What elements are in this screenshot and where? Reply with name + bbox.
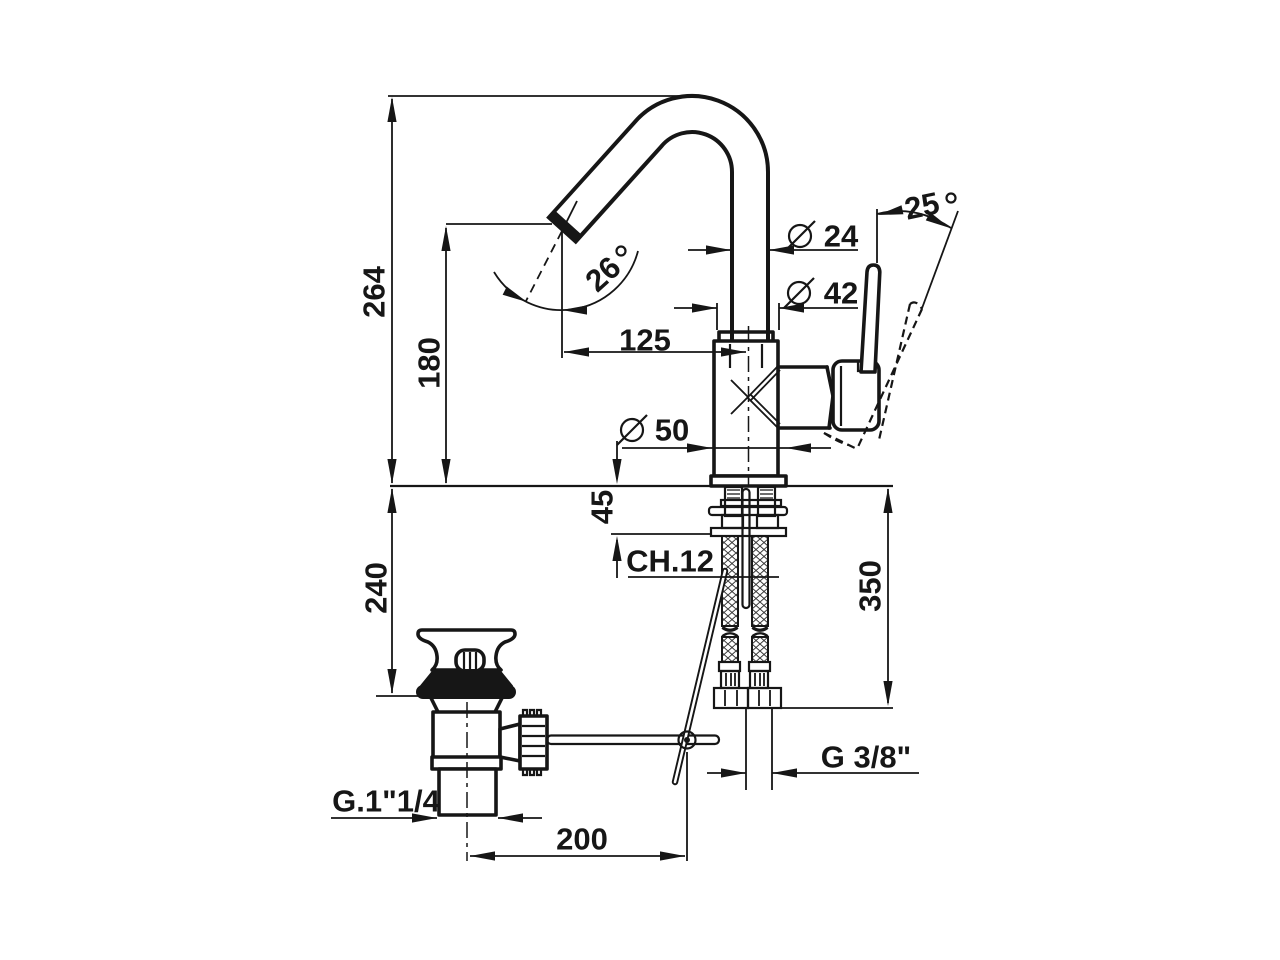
angle-25-label: 25 xyxy=(901,185,942,226)
dim-350-label: 350 xyxy=(853,560,888,612)
thread-ticks xyxy=(727,489,773,499)
supply-hose-left-lower xyxy=(721,636,739,663)
angle-26-label: 26 xyxy=(578,249,627,298)
diam-24-label: 24 xyxy=(824,219,859,254)
dim-264-label: 264 xyxy=(357,265,392,317)
hose-nut-right xyxy=(746,686,783,710)
hose-nut-facets xyxy=(724,690,771,706)
horseshoe-washer xyxy=(707,505,789,517)
waste-seal-cone xyxy=(420,669,513,687)
diam-42-label: 42 xyxy=(824,276,858,311)
knob-ribs xyxy=(462,652,478,669)
waste-thread-label: G.1"1/4 xyxy=(332,784,441,819)
waste-side-port xyxy=(498,722,522,763)
dim-180-label: 180 xyxy=(412,337,447,389)
diam-50-label: 50 xyxy=(655,413,689,448)
waste-flange xyxy=(416,685,516,699)
side-outlet xyxy=(776,365,832,430)
faucet-body xyxy=(712,339,780,478)
hex-size-label: CH.12 xyxy=(626,544,714,579)
mount-plate xyxy=(719,498,783,508)
shank-tube-right xyxy=(756,485,777,518)
hose-connector-right xyxy=(748,669,770,690)
hose-nut-left xyxy=(712,686,750,710)
diameter-icon xyxy=(784,220,816,252)
handle-lever-dashed xyxy=(823,301,923,450)
degree-icon xyxy=(615,245,627,257)
swivel-dashed-line xyxy=(525,230,563,302)
supply-thread-label: G 3/8" xyxy=(821,740,912,775)
waste-knurled-nut xyxy=(518,708,549,777)
supply-hoses xyxy=(712,535,783,710)
drain-horizontal-rod xyxy=(545,734,721,746)
hose-ferrule-right xyxy=(747,660,772,673)
dim-45-label: 45 xyxy=(585,490,620,524)
degree-symbols xyxy=(615,192,957,257)
diameter-icon xyxy=(616,414,648,446)
drain-pivot-center xyxy=(684,737,690,743)
diameter-symbols xyxy=(616,220,816,446)
dimension-labels: 264 180 240 45 350 125 200 24 42 50 25 2… xyxy=(332,185,942,856)
degree-icon xyxy=(945,192,957,204)
drain-pivot xyxy=(677,730,697,750)
diameter-icon xyxy=(783,277,815,309)
supply-hose-right-lower xyxy=(751,636,769,663)
ext-25-slanted xyxy=(920,210,959,312)
faucet-outline xyxy=(546,94,923,488)
connector-ribs xyxy=(725,673,765,686)
supply-hose-right xyxy=(751,535,769,627)
hose-break-mask xyxy=(721,625,769,638)
swivel-axis-line xyxy=(561,200,578,232)
dim-240-label: 240 xyxy=(359,562,394,614)
dim-200-label: 200 xyxy=(556,822,608,857)
hose-connector-left xyxy=(719,669,741,690)
shank-tube-left xyxy=(723,485,744,518)
handle-lever xyxy=(859,263,882,374)
dim-125-label: 125 xyxy=(619,323,671,358)
body-collar xyxy=(717,330,775,343)
body-junction-lines xyxy=(730,365,781,429)
waste-neck xyxy=(429,696,504,714)
hose-ferrule-left xyxy=(717,660,742,673)
hose-break xyxy=(721,627,769,637)
handle-base xyxy=(831,359,881,432)
spout-inner xyxy=(556,98,766,346)
pop-up-rod xyxy=(741,487,751,610)
drain-lift-lever xyxy=(671,567,729,786)
mounting-hardware xyxy=(707,485,789,538)
